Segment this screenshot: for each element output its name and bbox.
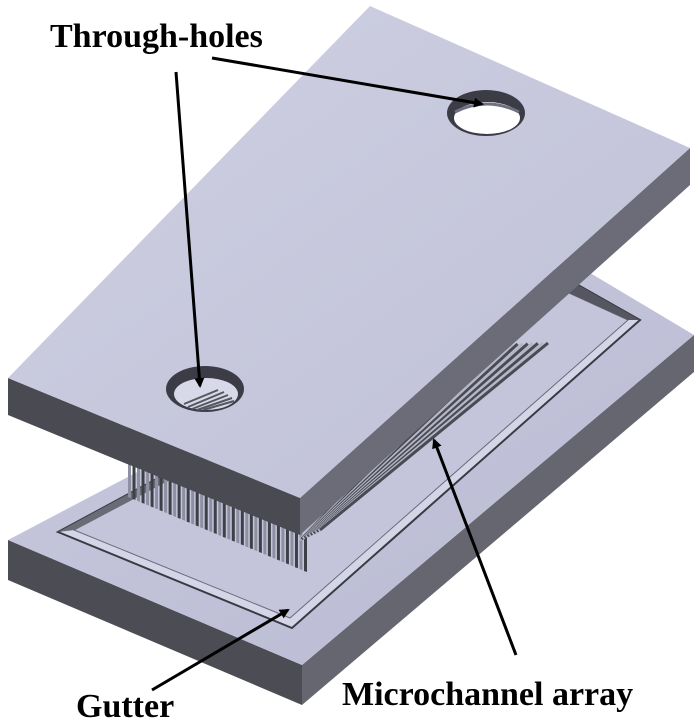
- arrow-to-front-hole: [174, 71, 205, 388]
- microchannel-fin: [254, 513, 258, 552]
- microchannel-fin: [218, 497, 222, 536]
- gutter-label: Gutter: [76, 688, 175, 725]
- through-holes-label: Through-holes: [50, 18, 263, 55]
- callout-arrows: [151, 56, 518, 692]
- microchannel-fin: [200, 490, 204, 529]
- bottom-plate-front-face: [8, 540, 302, 705]
- through-hole-back: [447, 90, 525, 136]
- through-hole-front: [166, 366, 244, 412]
- top-plate-front-face: [8, 378, 300, 535]
- microchannel-array-label: Microchannel array: [342, 676, 634, 713]
- microchannel-fin: [128, 460, 131, 498]
- microchannel-fin: [159, 473, 163, 512]
- microchannel-fin: [294, 530, 298, 569]
- microchannel-fin: [146, 467, 150, 506]
- top-plate-right-face: [300, 148, 690, 535]
- microchannel-fin: [222, 499, 226, 538]
- microchannel-fin: [155, 471, 159, 510]
- microchannel-fin: [267, 518, 271, 557]
- microchannel-fin: [209, 494, 213, 533]
- microchannel-fin: [272, 520, 276, 559]
- microchannel-fin: [245, 509, 249, 548]
- microchannel-fin: [263, 516, 267, 555]
- microchannel-fin: [281, 524, 285, 563]
- microchannel-fin: [319, 341, 549, 532]
- microchannel-fin: [132, 461, 136, 500]
- arrow-to-back-hole: [211, 56, 484, 108]
- microchannel-fin: [137, 463, 141, 502]
- microchannel-fin: [236, 505, 240, 544]
- microchannel-fin: [141, 465, 145, 504]
- microchannel-fin: [186, 484, 190, 523]
- microchannel-fin: [195, 488, 199, 527]
- microchannel-fin: [164, 475, 168, 514]
- microchannel-fin: [191, 486, 195, 525]
- microchannel-fin: [173, 478, 177, 517]
- microchannel-fin: [177, 480, 181, 519]
- microchannel-fin: [276, 522, 280, 561]
- microchannel-fin: [249, 511, 253, 550]
- arrow-to-gutter: [151, 608, 290, 692]
- microchannel-array: [128, 341, 549, 572]
- microchannel-fin: [182, 482, 186, 521]
- microchannel-fin: [285, 526, 289, 565]
- microchannel-fin: [299, 532, 303, 571]
- microchannel-fin: [168, 477, 172, 516]
- microchannel-fin: [204, 492, 208, 531]
- microchannel-fin: [240, 507, 244, 546]
- microchannel-fin: [231, 503, 235, 542]
- microchannel-fin: [304, 534, 307, 572]
- microchannel-fin: [227, 501, 231, 540]
- arrow-to-microchannels: [432, 438, 518, 656]
- microchannel-fin: [258, 515, 262, 554]
- microchannel-fin: [290, 528, 294, 567]
- bottom-plate-right-face: [302, 335, 694, 705]
- top-plate: [8, 6, 690, 535]
- microchannel-fin: [150, 469, 154, 508]
- microchannel-fin: [213, 496, 217, 535]
